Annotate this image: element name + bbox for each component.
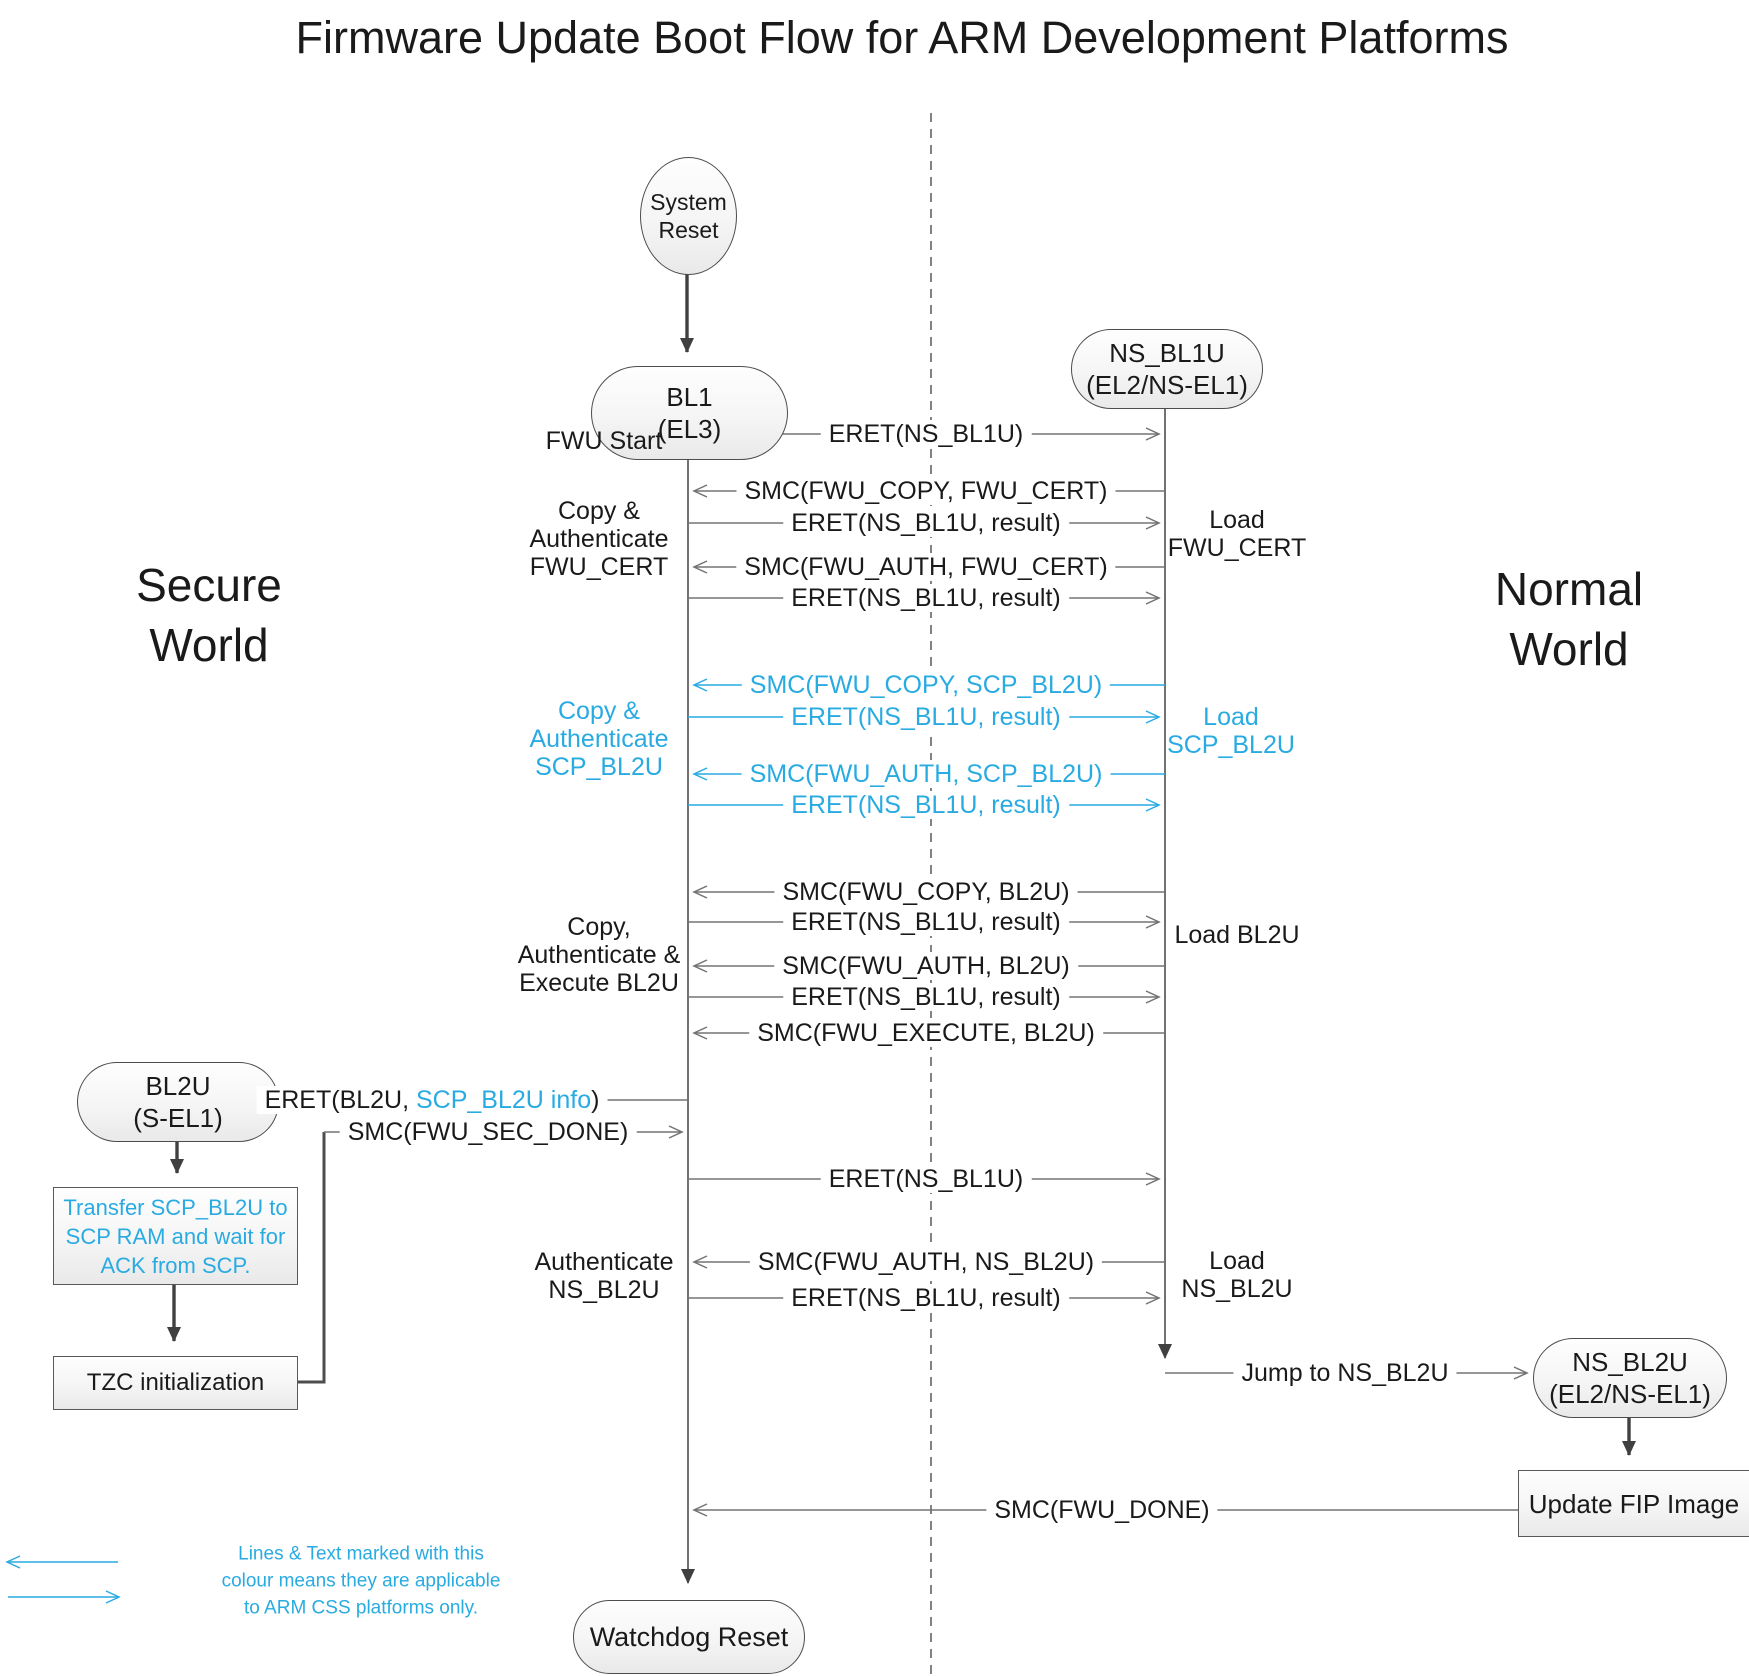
- tzc-return-connector: [296, 1132, 326, 1384]
- msg-label-smc-fwu-sec-done: SMC(FWU_SEC_DONE): [339, 1118, 637, 1146]
- normal-world-label: Normal World: [1494, 563, 1644, 675]
- msg-label-smc-fwu-copy-fwu-cert: SMC(FWU_COPY, FWU_CERT): [736, 477, 1116, 505]
- msg-label-eret-ns-bl1u: ERET(NS_BL1U): [820, 420, 1032, 448]
- load-bl2u-label: Load BL2U: [1174, 921, 1300, 949]
- load-fwu-cert-label: Load FWU_CERT: [1167, 506, 1307, 562]
- msg-label-eret-result: ERET(NS_BL1U, result): [783, 791, 1069, 819]
- update-fip-image-node: Update FIP Image: [1518, 1470, 1749, 1537]
- msg-label-eret-result: ERET(NS_BL1U, result): [783, 584, 1069, 612]
- legend-text: Lines & Text marked with this colour mea…: [221, 1543, 501, 1619]
- copy-auth-scp-bl2u-label: Copy & Authenticate SCP_BL2U: [529, 697, 669, 781]
- ns-bl1u-node: NS_BL1U (EL2/NS-EL1): [1071, 329, 1263, 409]
- jump-to-ns-bl2u-label: Jump to NS_BL2U: [1233, 1359, 1457, 1387]
- authenticate-ns-bl2u-label: Authenticate NS_BL2U: [534, 1248, 674, 1304]
- tzc-initialization-node: TZC initialization: [53, 1356, 298, 1410]
- msg-label-smc-fwu-auth-scp-bl2u: SMC(FWU_AUTH, SCP_BL2U): [741, 760, 1111, 788]
- msg-label-eret-result: ERET(NS_BL1U, result): [783, 983, 1069, 1011]
- msg-label-eret-result: ERET(NS_BL1U, result): [783, 1284, 1069, 1312]
- fwu-start-label: FWU Start: [545, 427, 663, 455]
- bl1-node: BL1 (EL3): [591, 366, 788, 460]
- msg-label-eret-result: ERET(NS_BL1U, result): [783, 703, 1069, 731]
- diagram-title: Firmware Update Boot Flow for ARM Develo…: [295, 12, 1509, 63]
- ns-bl2u-node: NS_BL2U (EL2/NS-EL1): [1533, 1338, 1727, 1418]
- msg-label-smc-fwu-done: SMC(FWU_DONE): [986, 1496, 1218, 1524]
- copy-auth-exec-bl2u-label: Copy, Authenticate & Execute BL2U: [517, 913, 681, 997]
- copy-auth-fwu-cert-label: Copy & Authenticate FWU_CERT: [529, 497, 669, 581]
- bl2u-node: BL2U (S-EL1): [77, 1062, 279, 1142]
- msg-label-smc-fwu-auth-fwu-cert: SMC(FWU_AUTH, FWU_CERT): [736, 553, 1116, 581]
- msg-label-eret-result: ERET(NS_BL1U, result): [783, 908, 1069, 936]
- secure-world-label: Secure World: [136, 559, 282, 671]
- msg-label-eret-ns-bl1u: ERET(NS_BL1U): [820, 1165, 1032, 1193]
- msg-label-smc-fwu-execute-bl2u: SMC(FWU_EXECUTE, BL2U): [749, 1019, 1103, 1047]
- load-ns-bl2u-label: Load NS_BL2U: [1181, 1247, 1293, 1303]
- msg-label-smc-fwu-copy-bl2u: SMC(FWU_COPY, BL2U): [774, 878, 1078, 906]
- watchdog-reset-node: Watchdog Reset: [573, 1600, 805, 1674]
- msg-label-smc-fwu-auth-ns-bl2u: SMC(FWU_AUTH, NS_BL2U): [749, 1248, 1103, 1276]
- msg-label-smc-fwu-copy-scp-bl2u: SMC(FWU_COPY, SCP_BL2U): [741, 671, 1111, 699]
- load-scp-bl2u-label: Load SCP_BL2U: [1167, 703, 1295, 759]
- msg-label-eret-result: ERET(NS_BL1U, result): [783, 509, 1069, 537]
- msg-label-eret-bl2u-scp-info: ERET(BL2U, SCP_BL2U info): [256, 1086, 608, 1114]
- msg-label-smc-fwu-auth-bl2u: SMC(FWU_AUTH, BL2U): [774, 952, 1078, 980]
- system-reset-node: System Reset: [640, 157, 737, 275]
- transfer-scp-bl2u-node: Transfer SCP_BL2U to SCP RAM and wait fo…: [53, 1187, 298, 1285]
